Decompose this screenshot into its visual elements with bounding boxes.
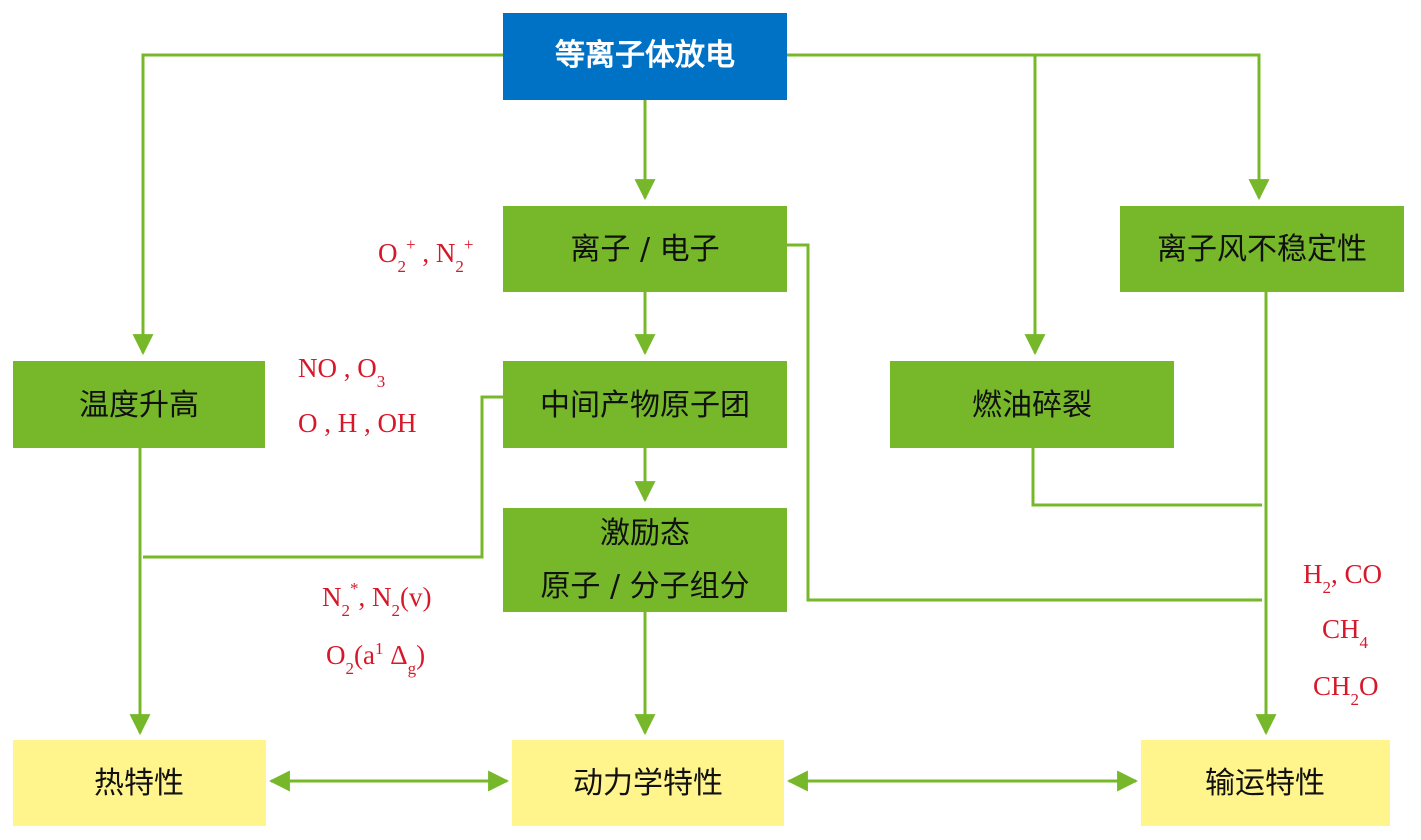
node-box: [503, 508, 787, 612]
node-ions-electrons: 离子 / 电子: [503, 206, 787, 292]
node-box: [1141, 740, 1390, 826]
node-ionic-wind: 离子风不稳定性: [1120, 206, 1404, 292]
node-label: 输运特性: [1205, 766, 1325, 801]
node-intermediate-atoms: 中间产物原子团: [503, 361, 787, 448]
species-radicals-line1: NO , O3: [298, 353, 385, 391]
edge-intermediate-to-thermal: [143, 395, 503, 559]
node-label: 离子风不稳定性: [1157, 232, 1367, 267]
node-box: [13, 740, 266, 826]
node-box: [1120, 206, 1404, 292]
node-label-line1: 激励态: [600, 516, 690, 551]
species-excited-line2: O2(a1 Δg): [326, 639, 425, 678]
edge-discharge-to-ionic-wind: [1035, 53, 1270, 201]
node-box: [503, 361, 787, 448]
edges: [129, 53, 1277, 792]
node-label: 等离子体放电: [555, 38, 735, 73]
species-radicals-line2: O , H , OH: [298, 408, 417, 438]
edge-fuel-cracking-to-transport: [1031, 448, 1262, 507]
edge-ions-to-transport: [787, 243, 1262, 602]
species-products-line3: CH2O: [1313, 671, 1379, 709]
node-label: 中间产物原子团: [540, 388, 750, 423]
node-box: [13, 361, 265, 448]
node-label: 动力学特性: [573, 766, 723, 801]
node-label-line2: 原子 / 分子组分: [540, 569, 749, 604]
node-label: 热特性: [94, 766, 184, 801]
node-kinetic: 动力学特性: [512, 740, 784, 826]
node-label: 燃油碎裂: [972, 388, 1092, 423]
node-label: 离子 / 电子: [570, 232, 719, 267]
species-products-line1: H2, CO: [1303, 559, 1382, 597]
species-ions: O2+ , N2+: [378, 235, 473, 276]
edge-discharge-to-temperature: [132, 53, 503, 356]
node-box: [890, 361, 1174, 448]
node-box: [512, 740, 784, 826]
node-plasma-discharge: 等离子体放电: [503, 13, 787, 100]
node-thermal: 热特性: [13, 740, 266, 826]
node-box: [503, 206, 787, 292]
node-temperature-rise: 温度升高: [13, 361, 265, 448]
edge-discharge-to-fuel-cracking: [787, 53, 1046, 356]
node-box: [503, 13, 787, 100]
node-transport: 输运特性: [1141, 740, 1390, 826]
node-label: 温度升高: [79, 388, 199, 423]
node-fuel-cracking: 燃油碎裂: [890, 361, 1174, 448]
node-excited-species: 激励态 原子 / 分子组分: [503, 508, 787, 612]
species-products-line2: CH4: [1322, 614, 1369, 652]
species-excited-line1: N2*, N2(v): [322, 579, 431, 620]
